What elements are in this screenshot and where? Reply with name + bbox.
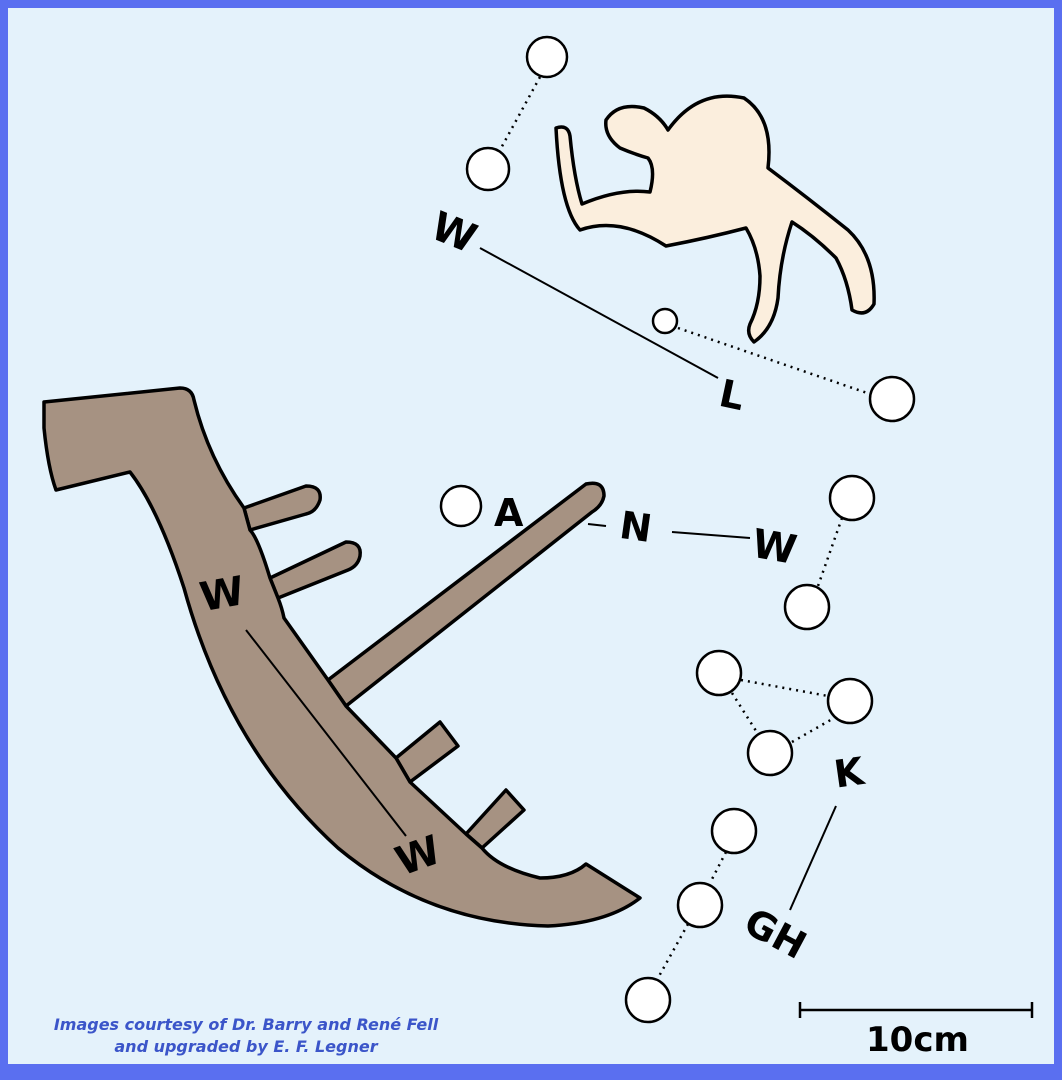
human-figure bbox=[554, 94, 876, 344]
ship-hull bbox=[42, 386, 642, 928]
credit-line-1: Images courtesy of Dr. Barry and René Fe… bbox=[53, 1015, 439, 1034]
dot bbox=[439, 484, 483, 528]
dot bbox=[868, 375, 916, 423]
n-w-line bbox=[671, 531, 751, 539]
dotted-connectors bbox=[498, 76, 871, 979]
image-credit: Images courtesy of Dr. Barry and René Fe… bbox=[26, 1014, 466, 1058]
w-l-line bbox=[479, 247, 719, 379]
a-n-dash bbox=[587, 523, 607, 527]
scale-bar bbox=[798, 1002, 1034, 1018]
dot bbox=[624, 976, 672, 1024]
credit-line-2: and upgraded by E. F. Legner bbox=[114, 1037, 378, 1056]
petroglyph-diagram: 10cm W L A N W W W K GH bbox=[42, 35, 1034, 1060]
label-w-top: W bbox=[425, 203, 483, 262]
scale-bar-label: 10cm bbox=[866, 1020, 969, 1060]
dot bbox=[695, 649, 743, 697]
dot bbox=[828, 474, 876, 522]
ship-line bbox=[245, 629, 407, 837]
dot bbox=[465, 146, 511, 192]
dot bbox=[525, 35, 569, 79]
k-gh-line bbox=[789, 805, 837, 911]
dot bbox=[710, 807, 758, 855]
dot bbox=[746, 729, 794, 777]
label-gh: GH bbox=[737, 899, 813, 967]
label-w-right: W bbox=[748, 521, 799, 574]
label-w-ship-upper: W bbox=[196, 568, 247, 621]
dot bbox=[651, 307, 679, 335]
label-l: L bbox=[715, 371, 748, 419]
oar-2 bbox=[268, 540, 362, 600]
ship-glyph bbox=[42, 386, 642, 928]
solid-connectors bbox=[479, 247, 837, 911]
dot bbox=[783, 583, 831, 631]
oar-1 bbox=[242, 484, 322, 532]
label-k: K bbox=[831, 749, 868, 797]
label-a: A bbox=[494, 491, 524, 535]
dots bbox=[439, 35, 916, 1024]
label-n: N bbox=[617, 503, 655, 551]
long-oar bbox=[326, 481, 606, 708]
dot bbox=[826, 677, 874, 725]
dot bbox=[676, 881, 724, 929]
